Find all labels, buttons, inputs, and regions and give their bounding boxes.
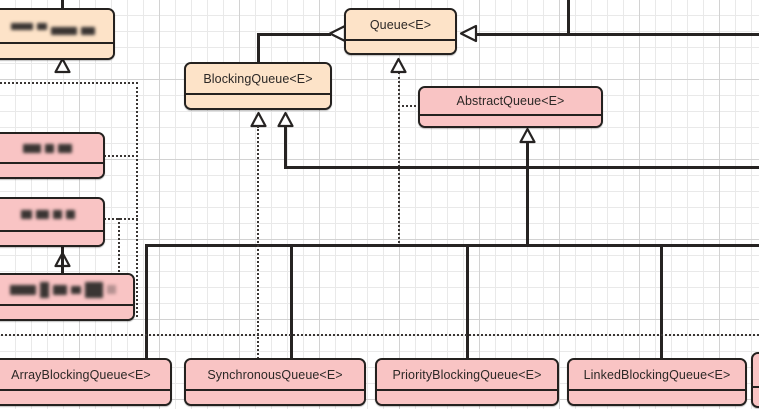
edge-blockingqueue-queue-horizontal: [257, 33, 331, 36]
node-title-redacted-class-2: [0, 199, 103, 232]
edge-offscreen-queue-horizontal: [476, 33, 759, 36]
arrowhead-inheritance-abstractqueue-bottom: [518, 126, 537, 144]
edge-abstractqueue-trunk-riser: [526, 140, 529, 246]
edge-redacted-class-3-dotted-riser: [118, 218, 120, 276]
node-body-redacted-class-1: [0, 164, 103, 177]
edge-linkedblockingqueue-riser: [660, 244, 663, 359]
node-title-priorityblockingqueue: PriorityBlockingQueue<E>: [377, 360, 557, 391]
node-redacted-interface-top[interactable]: [0, 8, 115, 60]
node-redacted-class-3[interactable]: [0, 273, 135, 321]
node-blockingqueue[interactable]: BlockingQueue<E>: [184, 62, 332, 110]
arrowhead-inheritance-redacted-top: [53, 56, 72, 74]
node-offscreen-right-class[interactable]: [751, 352, 759, 408]
edge-bottom-dotted-horizontal: [0, 334, 759, 336]
node-title-redacted-class-3: [0, 275, 133, 306]
node-redacted-class-2[interactable]: [0, 197, 105, 247]
redacted-label: [0, 134, 103, 162]
node-body-synchronousqueue: [186, 391, 364, 404]
edge-blockingqueue-solid-riser: [284, 126, 287, 168]
node-abstractqueue[interactable]: AbstractQueue<E>: [418, 86, 603, 128]
edge-redacted-top-riser: [61, 0, 64, 12]
node-redacted-class-1[interactable]: [0, 132, 105, 179]
edge-left-cluster-dotted-top: [0, 82, 138, 84]
node-title-offscreen-right-class: [753, 354, 759, 388]
redacted-label: [0, 10, 113, 42]
node-title-redacted-interface-top: [0, 10, 113, 44]
node-title-linkedblockingqueue: LinkedBlockingQueue<E>: [569, 360, 745, 391]
edge-trunk-horizontal-lower: [145, 244, 759, 247]
node-body-redacted-interface-top: [0, 44, 113, 58]
node-body-queue: [346, 41, 455, 53]
node-title-abstractqueue: AbstractQueue<E>: [420, 88, 601, 116]
node-title-queue: Queue<E>: [346, 10, 455, 41]
node-title-redacted-class-1: [0, 134, 103, 164]
edge-blockingqueue-solid-horizontal: [284, 166, 759, 169]
edge-redacted-class-2-dotted: [104, 218, 138, 220]
edge-synchronousqueue-dotted-riser: [257, 126, 259, 359]
node-body-linkedblockingqueue: [569, 391, 745, 404]
node-body-arrayblockingqueue: [0, 391, 170, 404]
node-priorityblockingqueue[interactable]: PriorityBlockingQueue<E>: [375, 358, 559, 406]
edge-trunk-left-drop: [145, 244, 148, 359]
edge-arrayblockingqueue-riser: [290, 244, 293, 359]
node-linkedblockingqueue[interactable]: LinkedBlockingQueue<E>: [567, 358, 747, 406]
node-title-arrayblockingqueue: ArrayBlockingQueue<E>: [0, 360, 170, 391]
edge-redacted-class-2-riser: [61, 247, 64, 275]
edge-blockingqueue-queue-vertical: [257, 33, 260, 63]
node-body-offscreen-right-class: [753, 388, 759, 406]
node-body-abstractqueue: [420, 116, 601, 126]
edge-left-cluster-dotted-vertical: [136, 82, 138, 317]
edge-abstractqueue-queue-dotted: [398, 72, 400, 247]
node-title-blockingqueue: BlockingQueue<E>: [186, 64, 330, 95]
node-body-redacted-class-2: [0, 232, 103, 245]
redacted-label: [0, 199, 103, 230]
node-arrayblockingqueue[interactable]: ArrayBlockingQueue<E>: [0, 358, 172, 406]
edge-redacted-class-1-dotted: [104, 155, 138, 157]
node-synchronousqueue[interactable]: SynchronousQueue<E>: [184, 358, 366, 406]
edge-abstractqueue-stub-dotted: [398, 105, 420, 107]
edge-priorityblockingqueue-riser: [466, 244, 469, 359]
node-title-synchronousqueue: SynchronousQueue<E>: [186, 360, 364, 391]
arrowhead-inheritance-queue-right: [456, 24, 478, 43]
redacted-label: [0, 275, 133, 304]
arrowhead-realization-queue-bottom: [389, 56, 408, 74]
node-queue[interactable]: Queue<E>: [344, 8, 457, 55]
node-body-blockingqueue: [186, 95, 330, 108]
node-body-priorityblockingqueue: [377, 391, 557, 404]
edge-offscreen-right-branch-vertical: [567, 0, 570, 34]
node-body-redacted-class-3: [0, 306, 133, 319]
